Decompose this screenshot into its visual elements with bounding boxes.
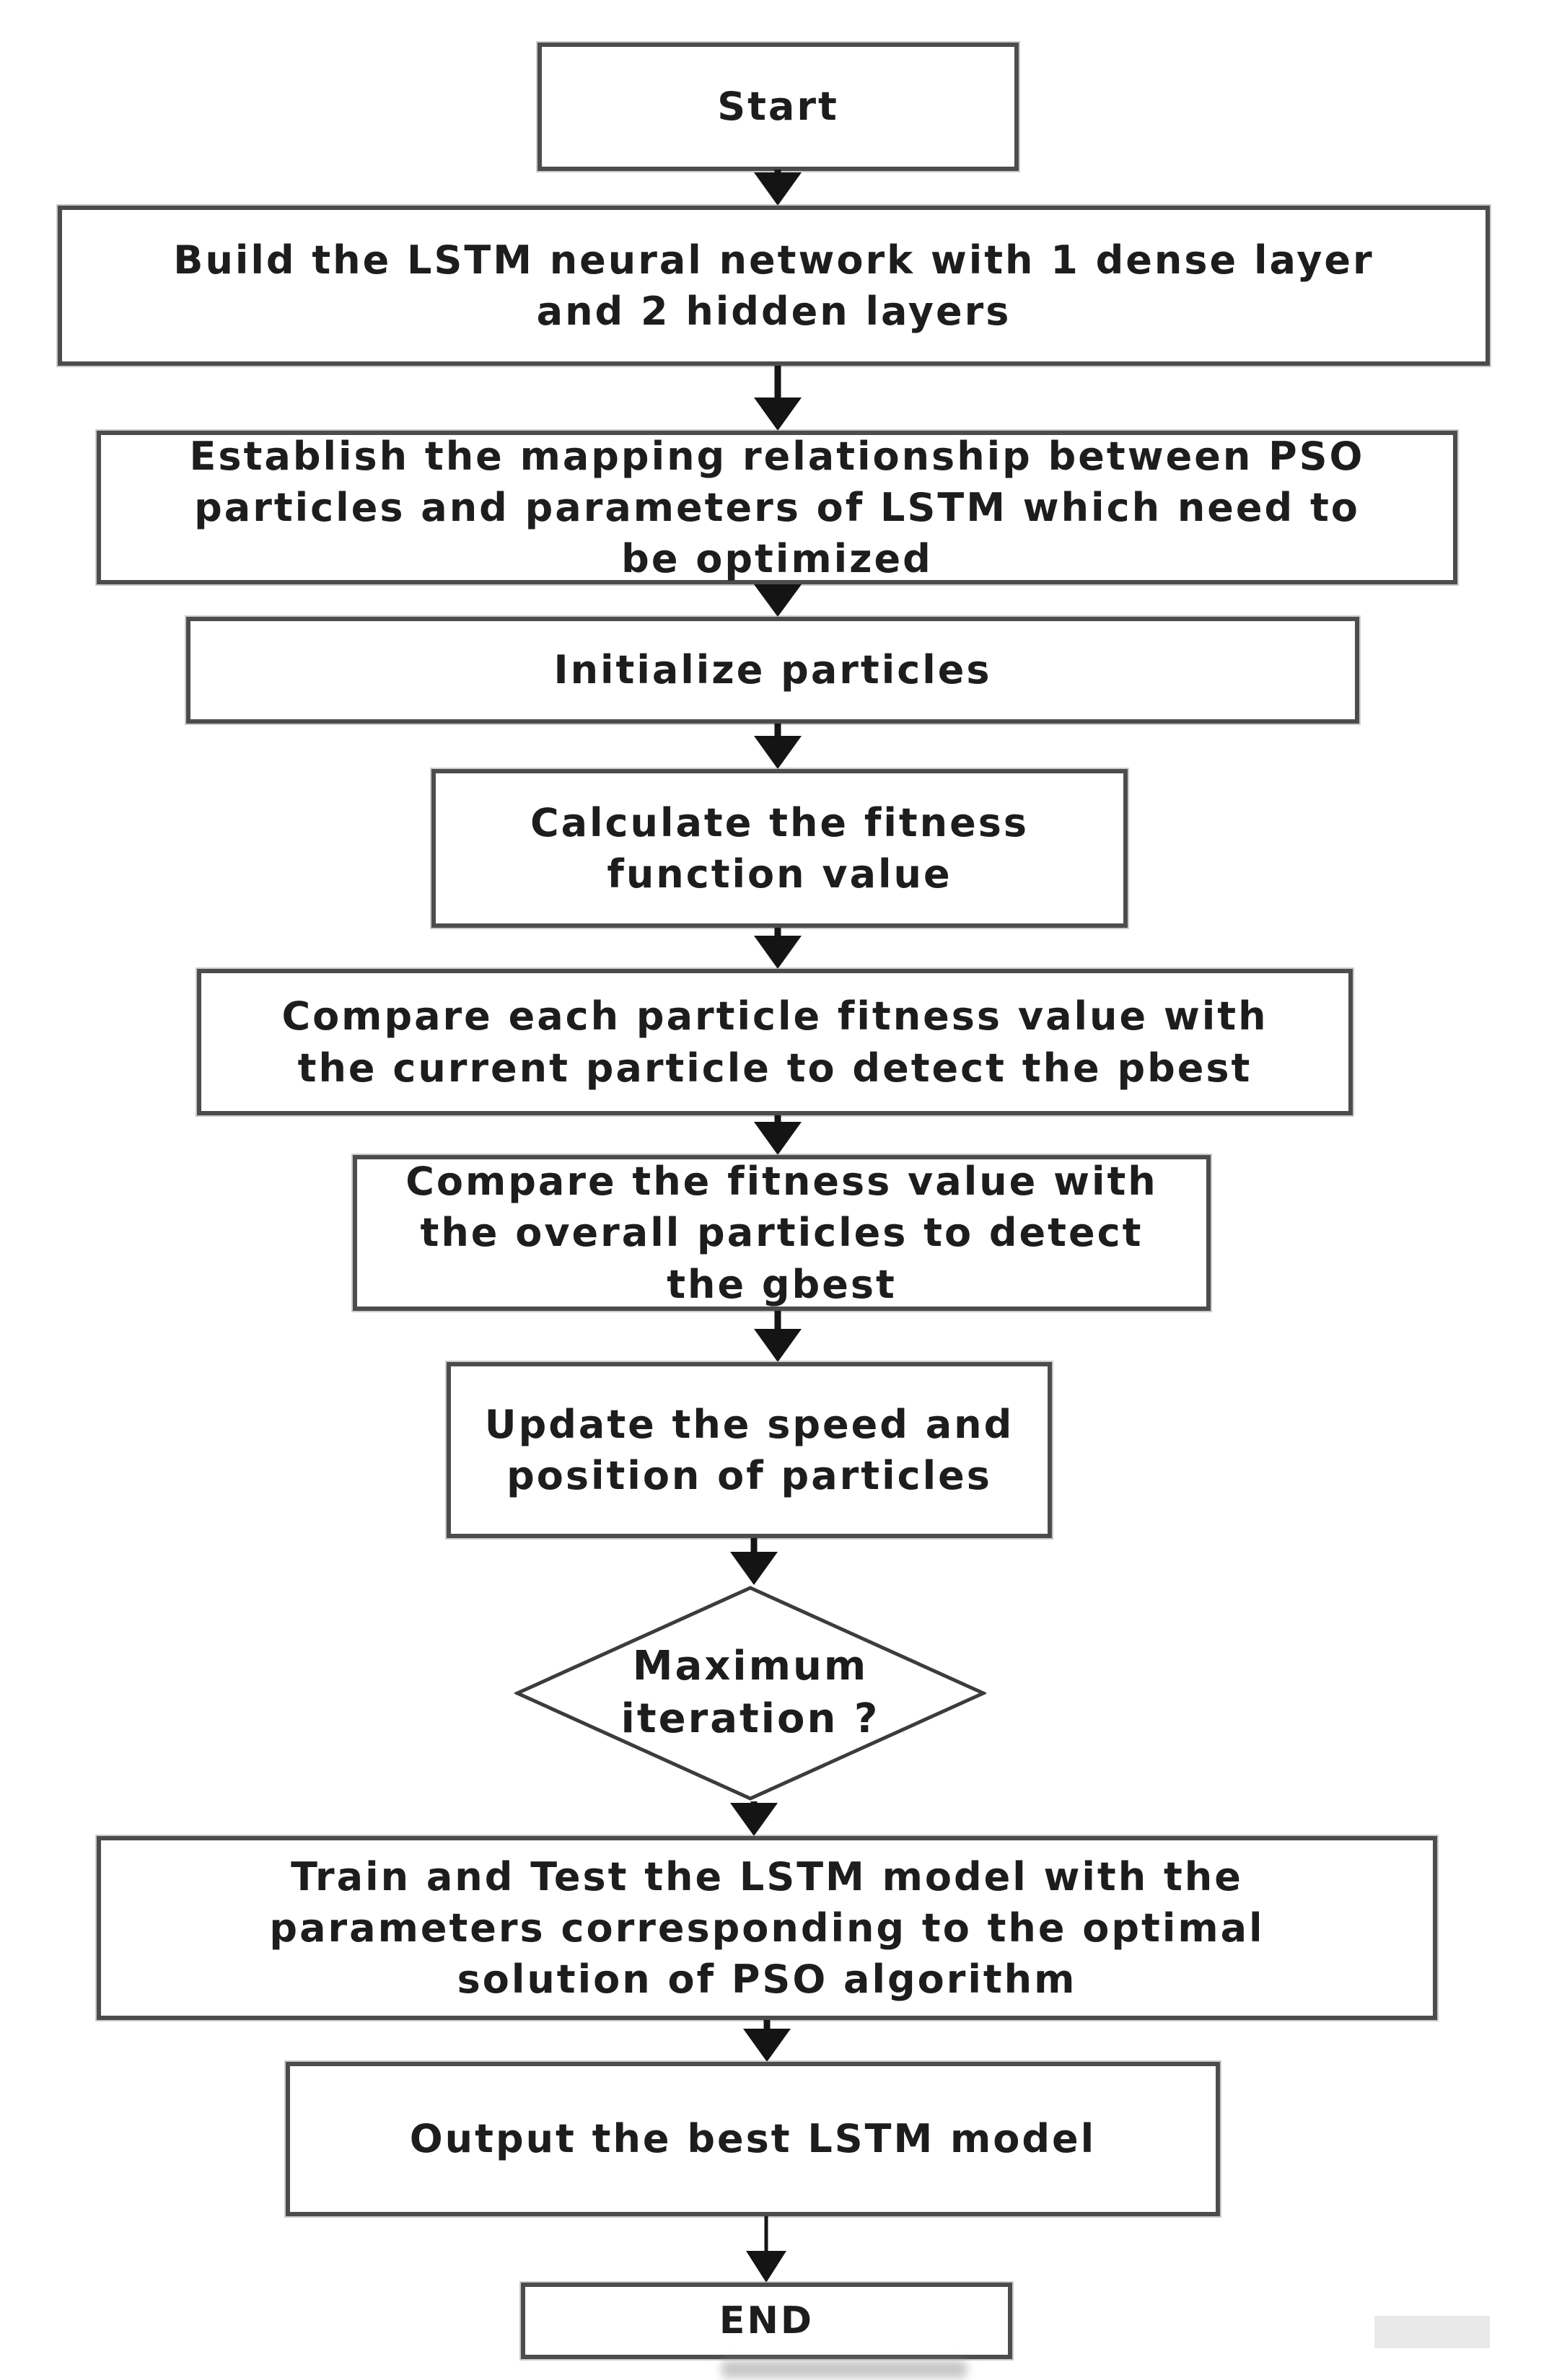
node-update-label: Update the speed and position of particl… <box>484 1401 1014 1498</box>
node-train-test-lstm: Train and Test the LSTM model with the p… <box>97 1836 1437 2020</box>
node-map-label: Establish the mapping relationship betwe… <box>189 433 1365 582</box>
arrowhead-down-icon <box>754 936 802 969</box>
arrow-shaft <box>774 1311 781 1334</box>
arrow-shaft <box>764 2216 768 2255</box>
node-start: Start <box>537 43 1019 171</box>
diamond-shape <box>514 1586 986 1801</box>
node-calc-label: Calculate the fitness function value <box>530 799 1030 897</box>
node-update-speed-position: Update the speed and position of particl… <box>447 1362 1052 1538</box>
node-initialize-particles: Initialize particles <box>186 617 1359 724</box>
arrowhead-down-icon <box>754 1122 802 1155</box>
arrowhead-down-icon <box>754 1329 802 1362</box>
node-start-label: Start <box>717 84 839 130</box>
node-gbest-label: Compare the fitness value with the overa… <box>405 1159 1158 1307</box>
arrowhead-down-icon <box>754 398 802 431</box>
arrow-shaft <box>774 1115 781 1127</box>
node-pbest-label: Compare each particle fitness value with… <box>281 993 1268 1091</box>
decision-label: Maximum iteration ? <box>620 1643 880 1742</box>
node-end: END <box>521 2283 1012 2359</box>
arrow-shaft <box>763 2020 771 2034</box>
arrow-shaft <box>774 928 781 941</box>
node-output-label: Output the best LSTM model <box>409 2116 1097 2162</box>
node-calculate-fitness: Calculate the fitness function value <box>431 769 1128 928</box>
node-train-label: Train and Test the LSTM model with the p… <box>269 1853 1265 2003</box>
node-compare-gbest: Compare the fitness value with the overa… <box>353 1155 1211 1311</box>
node-build-network: Build the LSTM neural network with 1 den… <box>58 206 1490 366</box>
decision-maximum-iteration: Maximum iteration ? <box>514 1585 986 1801</box>
node-mapping-relationship: Establish the mapping relationship betwe… <box>97 431 1457 584</box>
arrowhead-down-icon <box>746 2251 786 2283</box>
arrow-shaft <box>774 724 781 742</box>
arrowhead-down-icon <box>730 1552 778 1585</box>
node-compare-pbest: Compare each particle fitness value with… <box>197 969 1353 1115</box>
scan-artifact-block <box>1374 2316 1490 2348</box>
arrowhead-down-icon <box>730 1803 778 1836</box>
scan-artifact-smudge <box>721 2361 967 2378</box>
arrow-shaft <box>750 1538 758 1557</box>
arrow-shaft <box>774 366 781 403</box>
node-build-label: Build the LSTM neural network with 1 den… <box>173 237 1374 334</box>
arrowhead-down-icon <box>743 2029 791 2062</box>
arrowhead-down-icon <box>754 736 802 769</box>
node-init-label: Initialize particles <box>553 647 992 693</box>
arrowhead-down-icon <box>754 584 802 617</box>
node-end-label: END <box>719 2298 815 2342</box>
arrowhead-down-icon <box>754 172 802 206</box>
node-output-best-model: Output the best LSTM model <box>286 2062 1220 2216</box>
